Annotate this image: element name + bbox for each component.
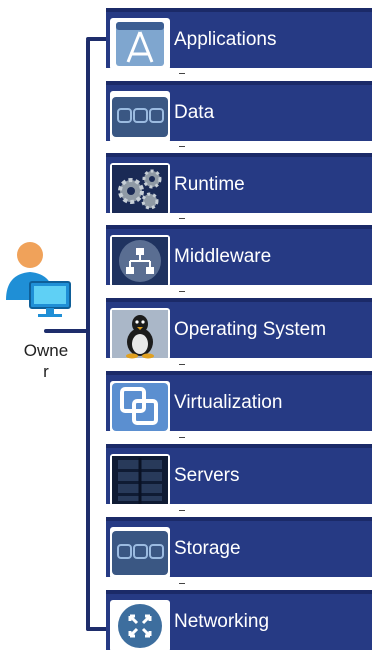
server-rack-icon [110, 454, 170, 506]
bracket-top-arm [86, 37, 110, 41]
network-hierarchy-icon [110, 235, 170, 287]
layer-label: Storage [174, 538, 241, 559]
layer-storage: Storage [106, 517, 372, 579]
owner-connector [44, 329, 89, 333]
app-store-icon [110, 18, 170, 70]
layer-label: Middleware [174, 246, 272, 267]
layer-runtime: Runtime [106, 153, 372, 215]
layer-middleware: Middleware [106, 225, 372, 287]
layer-label: Data [174, 102, 215, 123]
gears-icon [110, 163, 170, 215]
divider-tick [179, 73, 185, 74]
layer-operating-system: Operating System [106, 298, 372, 360]
divider-tick [179, 364, 185, 365]
linux-penguin-icon [110, 308, 170, 360]
divider-tick [179, 291, 185, 292]
layer-label: Networking [174, 611, 270, 632]
ownership-bracket [86, 39, 90, 631]
divider-tick [179, 218, 185, 219]
layer-label: Runtime [174, 174, 245, 195]
layer-servers: Servers [106, 444, 372, 506]
data-icon [110, 91, 170, 143]
divider-tick [179, 437, 185, 438]
layer-networking: Networking [106, 590, 372, 652]
layer-label: Servers [174, 465, 240, 486]
bracket-bottom-arm [86, 627, 110, 631]
layer-label: Applications [174, 29, 277, 50]
layer-label: Virtualization [174, 392, 283, 413]
divider-tick [179, 510, 185, 511]
layer-applications: Applications [106, 8, 372, 70]
layer-data: Data [106, 81, 372, 143]
layer-label: Operating System [174, 319, 327, 340]
layer-virtualization: Virtualization [106, 371, 372, 433]
divider-tick [179, 146, 185, 147]
owner-user-icon [4, 238, 74, 320]
router-icon [110, 600, 170, 652]
divider-tick [179, 583, 185, 584]
virtualization-icon [110, 381, 170, 433]
storage-icon [110, 527, 170, 579]
